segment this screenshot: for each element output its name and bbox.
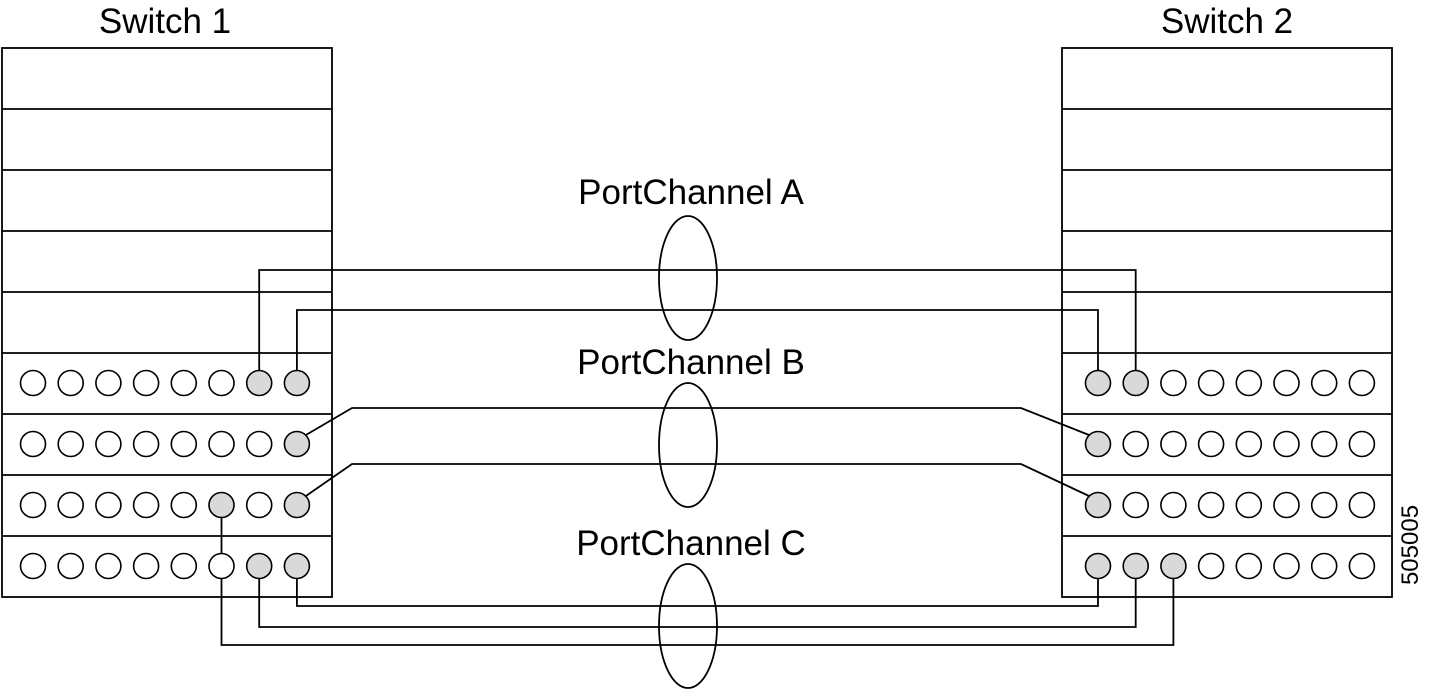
- port-connected: [283, 369, 311, 397]
- port: [1273, 430, 1300, 458]
- port-connected: [1122, 369, 1149, 397]
- port: [170, 491, 198, 519]
- switch-2-label: Switch 2: [1161, 2, 1293, 41]
- port: [1235, 369, 1263, 397]
- port: [208, 430, 235, 458]
- port-connected: [283, 552, 311, 580]
- port: [1160, 430, 1187, 458]
- portchannel-b-label: PortChannel B: [577, 343, 805, 382]
- link-line-portchannel-b: [305, 407, 1090, 436]
- link-line-portchannel-a: [258, 269, 1137, 371]
- port: [132, 491, 160, 519]
- port: [170, 430, 198, 458]
- port: [1197, 552, 1225, 580]
- switch-1-label: Switch 1: [99, 2, 231, 41]
- port: [132, 369, 160, 397]
- port: [208, 369, 235, 397]
- port: [95, 491, 122, 519]
- port: [1197, 369, 1225, 397]
- portchannel-c-ellipse: [658, 563, 718, 689]
- port-connected: [1122, 552, 1149, 580]
- portchannel-b: PortChannel B: [577, 343, 805, 508]
- port: [95, 552, 122, 580]
- port-connected: [1084, 369, 1112, 397]
- port: [95, 369, 122, 397]
- port: [1273, 491, 1300, 519]
- link-line-portchannel-c: [258, 578, 1137, 628]
- port: [1273, 369, 1300, 397]
- port: [1348, 369, 1376, 397]
- portchannel-c: PortChannel C: [576, 524, 806, 689]
- port: [1273, 552, 1300, 580]
- switch-2: [1061, 47, 1393, 598]
- port-connected: [283, 430, 311, 458]
- port: [1348, 552, 1376, 580]
- link-line-portchannel-c: [220, 578, 1175, 646]
- port: [245, 491, 273, 519]
- portchannel-a: PortChannel A: [578, 173, 805, 341]
- switch-1: [1, 47, 333, 598]
- port-connected: [208, 491, 235, 519]
- port: [132, 430, 160, 458]
- port: [1310, 430, 1338, 458]
- link-line-portchannel-c: [295, 578, 1099, 607]
- port: [1310, 491, 1338, 519]
- port: [170, 369, 198, 397]
- portchannel-c-label: PortChannel C: [576, 524, 806, 563]
- figure-number: 505005: [1397, 505, 1424, 585]
- port: [57, 552, 84, 580]
- portchannel-b-ellipse: [658, 382, 718, 508]
- port-connected: [245, 369, 273, 397]
- link-lines: [220, 269, 1175, 646]
- portchannel-a-ellipse: [658, 215, 718, 341]
- port: [1235, 552, 1263, 580]
- port-connected: [1160, 552, 1187, 580]
- port-connected: [245, 552, 273, 580]
- port-connected: [1084, 430, 1112, 458]
- port: [19, 491, 47, 519]
- switch-chassis: [1061, 47, 1393, 598]
- switch-chassis: [1, 47, 333, 598]
- portchannel-a-label: PortChannel A: [578, 173, 804, 212]
- port: [1348, 430, 1376, 458]
- port: [1197, 430, 1225, 458]
- port: [1310, 552, 1338, 580]
- port: [19, 552, 47, 580]
- port: [170, 552, 198, 580]
- port: [208, 552, 235, 580]
- port: [19, 369, 47, 397]
- port: [1235, 430, 1263, 458]
- port: [57, 369, 84, 397]
- port: [1122, 491, 1149, 519]
- port-connected: [1084, 491, 1112, 519]
- port: [245, 430, 273, 458]
- port: [1348, 491, 1376, 519]
- link-line-portchannel-a: [295, 309, 1099, 371]
- port-connected: [1084, 552, 1112, 580]
- port: [57, 491, 84, 519]
- port: [1160, 491, 1187, 519]
- link-line-portchannel-b: [305, 463, 1090, 497]
- port-connected: [283, 491, 311, 519]
- port: [1160, 369, 1187, 397]
- port: [1310, 369, 1338, 397]
- port: [19, 430, 47, 458]
- port: [132, 552, 160, 580]
- port: [1235, 491, 1263, 519]
- port: [57, 430, 84, 458]
- port: [1197, 491, 1225, 519]
- port: [1122, 430, 1149, 458]
- port: [95, 430, 122, 458]
